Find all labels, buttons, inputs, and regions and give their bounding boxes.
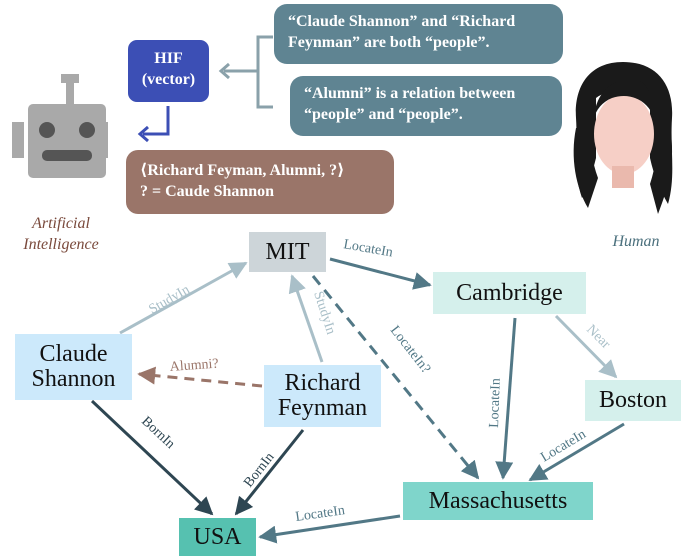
edge-claude-usa	[90, 399, 214, 516]
bracket-connector	[137, 35, 273, 143]
edge-label-richard-claude: Alumni?	[169, 357, 219, 375]
node-boston: Boston	[585, 380, 681, 421]
edge-massachusetts-usa	[258, 514, 401, 544]
edge-cambridge-boston	[554, 314, 618, 379]
edge-richard-claude	[137, 366, 263, 388]
edge-label-richard-mit: StudyIn	[310, 290, 338, 337]
edge-claude-mit	[119, 261, 248, 335]
human-head-icon	[573, 62, 673, 214]
speech-bubble-alumni: “Alumni” is a relation between “people” …	[290, 76, 562, 136]
hif-vector-box: HIF (vector)	[128, 40, 209, 102]
node-massachusetts: Massachusetts	[403, 482, 593, 520]
query-triple-box: ⟨Richard Feyman, Alumni, ?⟩ ? = Caude Sh…	[126, 150, 394, 214]
edge-label-mit-cambridge: LocateIn	[342, 237, 394, 260]
speech-bubble-people: “Claude Shannon” and “Richard Feynman” a…	[274, 4, 563, 64]
node-usa: USA	[179, 518, 256, 556]
edge-label-claude-mit: StudyIn	[147, 282, 193, 317]
robot-icon	[12, 74, 108, 178]
node-claude-shannon: Claude Shannon	[15, 334, 132, 400]
node-mit: MIT	[249, 232, 326, 272]
edge-mit-cambridge	[329, 257, 432, 290]
edge-mit-massachusetts	[311, 275, 480, 480]
edge-cambridge-massachusetts	[495, 317, 517, 480]
edge-label-claude-usa: BornIn	[138, 414, 177, 452]
edge-label-mit-massachusetts: LocateIn?	[387, 323, 433, 376]
human-caption: Human	[612, 233, 660, 250]
edge-richard-usa	[234, 429, 305, 516]
ai-caption: Artificial Intelligence	[23, 215, 99, 253]
edge-label-cambridge-massachusetts: LocateIn	[487, 378, 504, 428]
node-richard-feynman: Richard Feynman	[264, 365, 381, 427]
edge-richard-mit	[288, 274, 324, 363]
edge-boston-massachusetts	[528, 422, 625, 482]
node-cambridge: Cambridge	[433, 272, 586, 314]
edge-label-massachusetts-usa: LocateIn	[294, 503, 345, 525]
